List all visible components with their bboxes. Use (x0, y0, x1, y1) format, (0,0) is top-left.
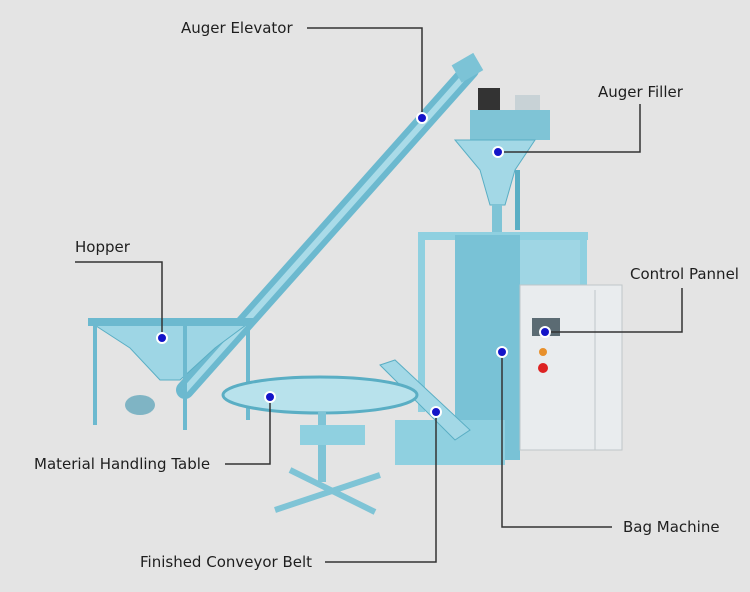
leader-material-handling-table (225, 397, 271, 465)
marker-dot (496, 346, 508, 358)
marker-dot (264, 391, 276, 403)
label-finished-conveyor-belt: Finished Conveyor Belt (140, 553, 313, 571)
marker-dot (492, 146, 504, 158)
label-material-handling-table: Material Handling Table (34, 455, 211, 473)
label-bag-machine: Bag Machine (623, 518, 720, 536)
marker-dot (416, 112, 428, 124)
control-cabinet (519, 284, 623, 451)
leader-lines (75, 27, 683, 563)
auger-elevator-tube (176, 52, 484, 399)
leader-control-panel (545, 288, 683, 333)
label-hopper: Hopper (75, 238, 130, 256)
hopper-unit (88, 318, 253, 430)
auger-filler-unit (453, 88, 550, 235)
markers (156, 112, 551, 418)
marker-dot (539, 326, 551, 338)
label-auger-elevator: Auger Elevator (181, 19, 293, 37)
leader-hopper (75, 261, 163, 338)
bag-machine-frame (395, 232, 588, 465)
marker-dot (430, 406, 442, 418)
rotary-table (221, 375, 419, 515)
leader-finished-conveyor (325, 412, 437, 563)
conveyor (379, 359, 471, 441)
leader-auger-elevator (307, 27, 423, 118)
label-control-panel: Control Pannel (630, 265, 739, 283)
marker-dot (156, 332, 168, 344)
label-auger-filler: Auger Filler (598, 83, 683, 101)
leader-auger-filler (498, 104, 641, 153)
leader-bag-machine (501, 352, 612, 528)
